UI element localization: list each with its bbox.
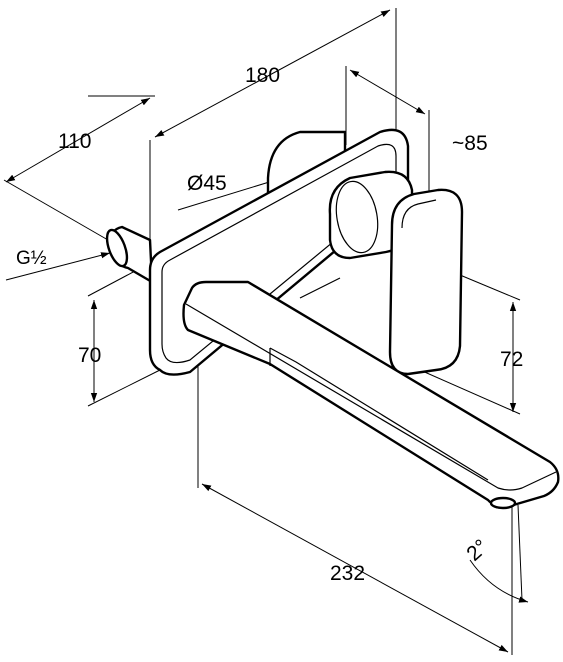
extension-line [419, 369, 521, 415]
dimension-72: 72 [419, 274, 523, 415]
dimension-thread: G½ [5, 248, 111, 281]
dimension-70: 70 [78, 261, 161, 407]
angle-arc [469, 559, 529, 603]
dimension-label-diameter: Ø45 [187, 172, 227, 195]
dimension-label-232: 232 [330, 562, 365, 585]
dimension-line [5, 97, 151, 183]
lever-handle-face [335, 180, 379, 254]
dimension-label-72: 72 [500, 348, 523, 371]
dimension-line [349, 69, 426, 115]
extension-line [3, 179, 109, 241]
dimension-110: 110 [3, 95, 155, 241]
aerator [489, 496, 517, 510]
inlet-pipe-end [105, 228, 129, 268]
dimension-label-110: 110 [58, 130, 91, 153]
lever-paddle-highlight [401, 199, 437, 229]
spout-side-edge [269, 347, 489, 481]
dimension-label-70: 70 [78, 344, 101, 367]
faucet-body [105, 128, 560, 510]
dimension-85: ~85 [345, 66, 488, 192]
dimension-label-180: 180 [245, 64, 280, 87]
extension-line [459, 274, 521, 301]
thread-label: G½ [16, 248, 47, 269]
dimension-232: 232 [197, 355, 513, 655]
angle-label: 2° [462, 535, 492, 566]
dimension-line [201, 483, 509, 653]
angle-leg [517, 504, 523, 601]
extension-line [87, 369, 161, 407]
inner-link [299, 277, 341, 299]
spout [182, 280, 560, 508]
leader-line [5, 252, 111, 281]
dimension-angle-2: 2° [462, 504, 529, 603]
dimension-line [154, 9, 391, 138]
dimension-label-85: ~85 [452, 132, 488, 155]
dimension-180: 180 [149, 8, 397, 258]
lever-handle-paddle [388, 188, 464, 376]
spout-top-edge [185, 303, 557, 491]
